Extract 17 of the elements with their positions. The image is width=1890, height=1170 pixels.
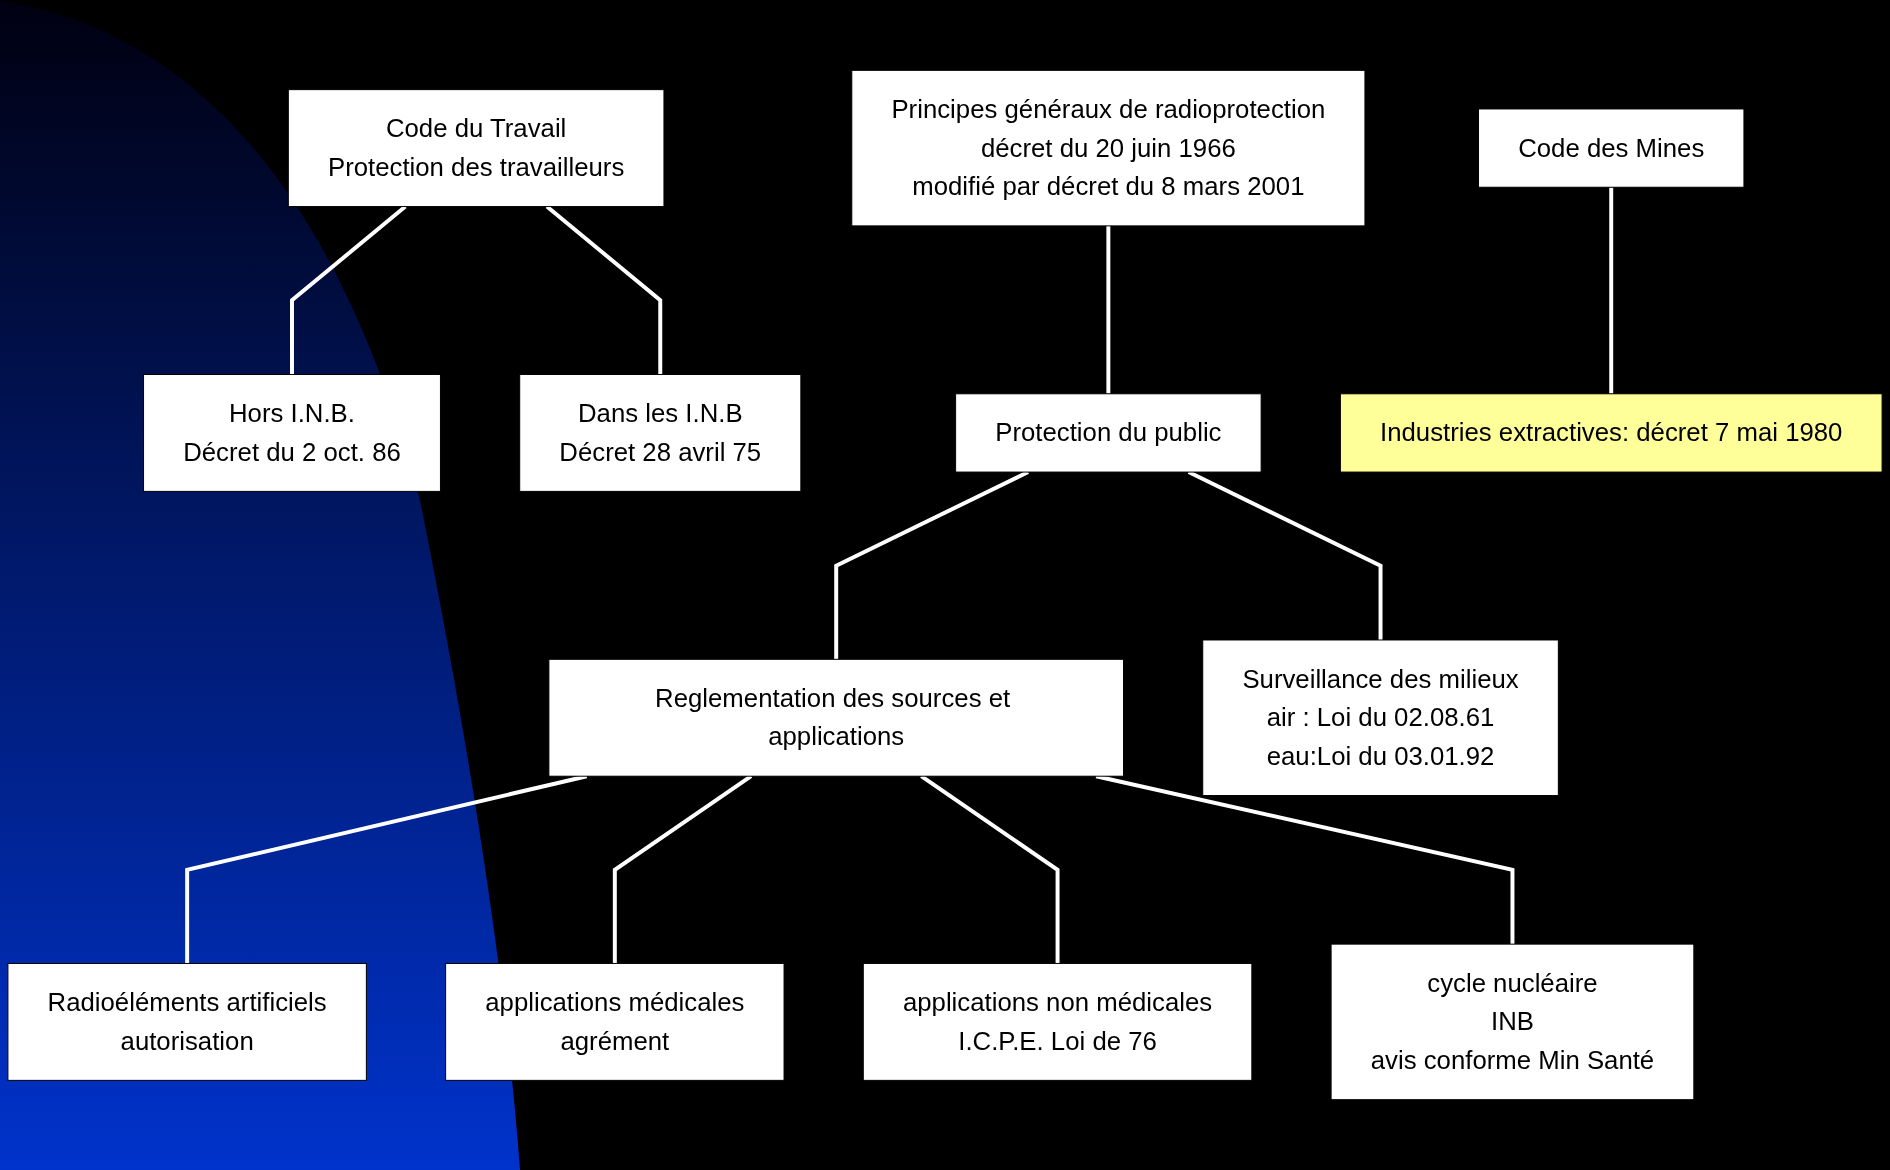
node-box: Code des Mines <box>1478 108 1745 188</box>
node-box: Code du Travail Protection des travailleurs <box>287 89 665 208</box>
node-box: applications non médicales I.C.P.E. Loi de 76 <box>862 962 1253 1081</box>
node-box: Hors I.N.B. Décret du 2 oct. 86 <box>143 374 441 492</box>
node-box: Dans les I.N.B Décret 28 avril 75 <box>519 374 802 492</box>
node-box: Surveillance des milieux air : Loi du 02.08.61 eau:Loi du 03.01.92 <box>1202 639 1559 796</box>
node-box: Principes généraux de radioprotection décret du 20 juin 1966 modifié par décret du 8 mars 2001 <box>851 69 1366 227</box>
node-box: Radioéléments artificiels autorisation <box>7 962 367 1081</box>
node-box: Reglementation des sources et applications <box>548 658 1124 777</box>
connector <box>1106 225 1111 394</box>
connector <box>545 205 663 375</box>
node-box: cycle nucléaire INB avis conforme Min Santé <box>1330 943 1695 1101</box>
connector <box>1609 187 1614 394</box>
node-box: Industries extractives: décret 7 mai 1980 <box>1339 393 1883 473</box>
node-box: applications médicales agrément <box>445 962 785 1081</box>
node-box: Protection du public <box>955 393 1262 473</box>
connector <box>290 205 407 375</box>
